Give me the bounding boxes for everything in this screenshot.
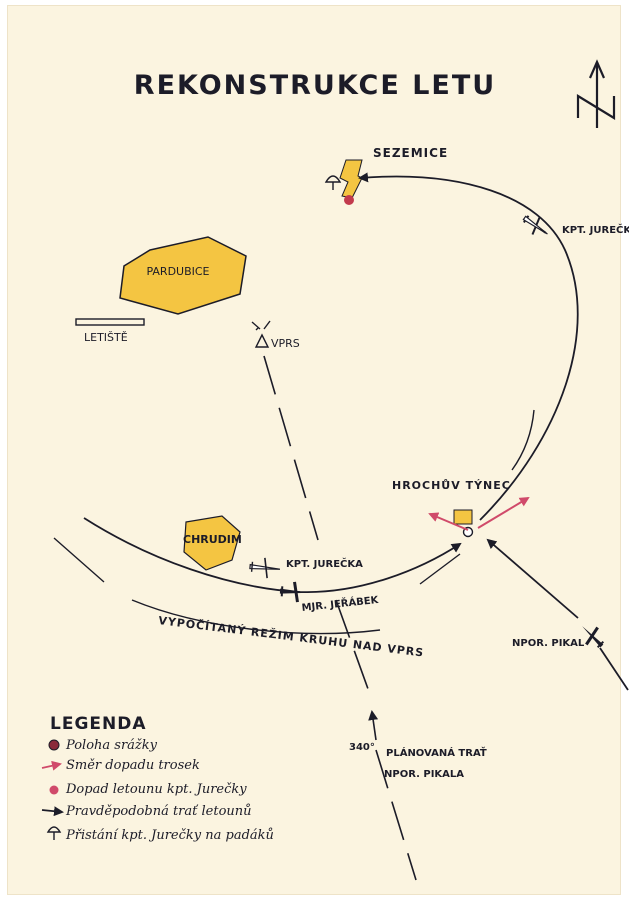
aircraft-jerabek-icon [279,581,310,603]
legend-symbol-impact [49,785,59,795]
label-circle-regime: VYPOČÍTANÝ REŽIM KRUHU NAD VPRS [158,614,425,660]
place-label-pardubice: PARDUBICE [146,265,209,278]
place-label-chrudim: CHRUDIM [183,533,242,546]
label-kpt-jurecka-top: KPT. JUREČKA [562,223,629,236]
label-npor-pikal: NPOR. PIKAL [512,638,585,649]
legend-item-collision: Poloha srážky [66,738,157,753]
legend-symbol-collision [48,739,60,751]
debris-arrow-west [428,512,469,531]
map-sheet [8,6,620,894]
legend-symbol-parachute-icon [46,826,62,840]
flight-track-dash [511,409,535,471]
calculated-circle-arc-end [419,553,461,585]
planned-track-arrow [368,710,379,741]
aircraft-jurecka-top-icon [522,215,548,235]
parachute-landing-icon [324,175,342,190]
legend-item-impact: Dopad letounu kpt. Jurečky [66,782,247,797]
airfield-runway [75,318,145,326]
legend-symbol-debris-arrow [41,760,62,771]
place-label-hrochuv-tynec: HROCHŮV TÝNEC [392,479,511,492]
place-label-letiste: LETIŠTĚ [84,331,128,344]
aircraft-jurecka-left-icon [249,557,281,579]
label-kpt-jurecka-left: KPT. JUREČKA [286,557,363,570]
label-planned-track-2: NPOR. PIKALA [384,769,464,780]
place-label-vprs: VPRS [271,337,300,350]
town-pardubice [119,236,247,315]
legend-item-debris: Směr dopadu trosek [66,758,200,773]
flight-track-jurecka [358,172,579,521]
town-sezemice [339,159,363,199]
flight-track-pikal [488,540,629,691]
legend-item-track: Pravděpodobná trať letounů [66,804,252,819]
planned-track-pikal [263,355,417,881]
impact-point-jurecka [344,195,354,205]
label-heading: 340° [349,742,375,753]
legend-title: LEGENDA [50,714,147,734]
town-chrudim [183,515,241,571]
calculated-circle-arc [53,537,381,635]
vprs-beacon-icon [251,320,271,348]
label-planned-track-1: PLÁNOVANÁ TRAŤ [386,746,487,759]
aircraft-pikal-icon [582,626,605,649]
town-hrochuv-tynec [453,509,473,525]
north-arrow-icon [576,59,616,128]
debris-arrow-east [477,496,530,529]
legend-symbol-track-arrow [41,806,64,817]
flight-track-jerabek [83,517,462,593]
place-label-sezemice: SEZEMICE [373,146,448,160]
map-title: REKONSTRUKCE LETU [134,70,496,101]
legend-item-parachute: Přistání kpt. Jurečky na padáků [66,828,274,843]
